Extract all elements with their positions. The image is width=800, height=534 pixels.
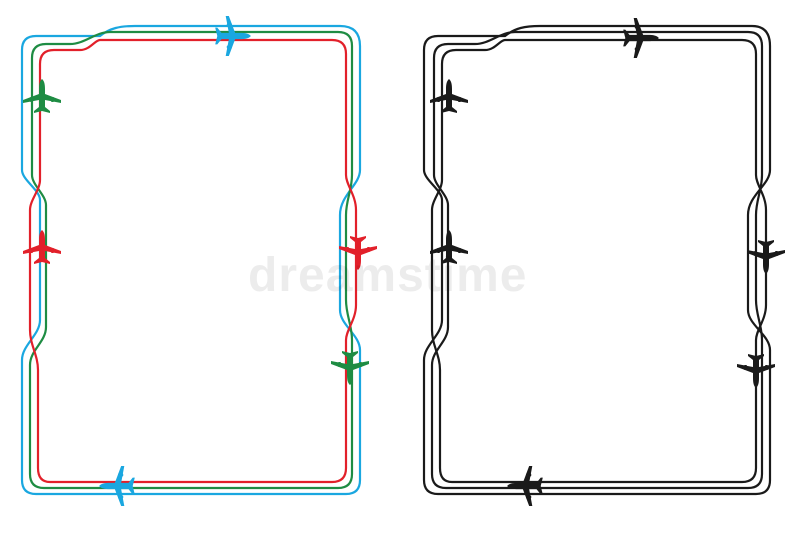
red-airplane-right-icon: [339, 236, 377, 270]
blue-airplane-top-icon: [215, 16, 251, 56]
green-airplane-right-icon: [331, 351, 369, 385]
black-airplane-top-icon: [623, 18, 659, 58]
blue-airplane-bottom-icon: [99, 466, 135, 506]
black-airplane-right-icon: [747, 240, 785, 274]
black-airplane-bottom-icon: [507, 466, 543, 506]
black-route-line-inner: [430, 38, 768, 484]
green-route-line: [28, 30, 354, 490]
red-airplane-left-icon: [23, 230, 61, 264]
green-airplane-top-left-icon: [23, 79, 61, 113]
blue-route-line: [20, 24, 362, 496]
black-frame: [422, 24, 772, 496]
black-route-line-middle: [430, 30, 764, 490]
black-airplane-left-icon: [430, 230, 468, 264]
colored-frame: [20, 24, 362, 496]
black-route-line-outer: [422, 24, 772, 496]
black-airplane-top-left-icon: [430, 79, 468, 113]
red-route-line: [28, 38, 358, 484]
